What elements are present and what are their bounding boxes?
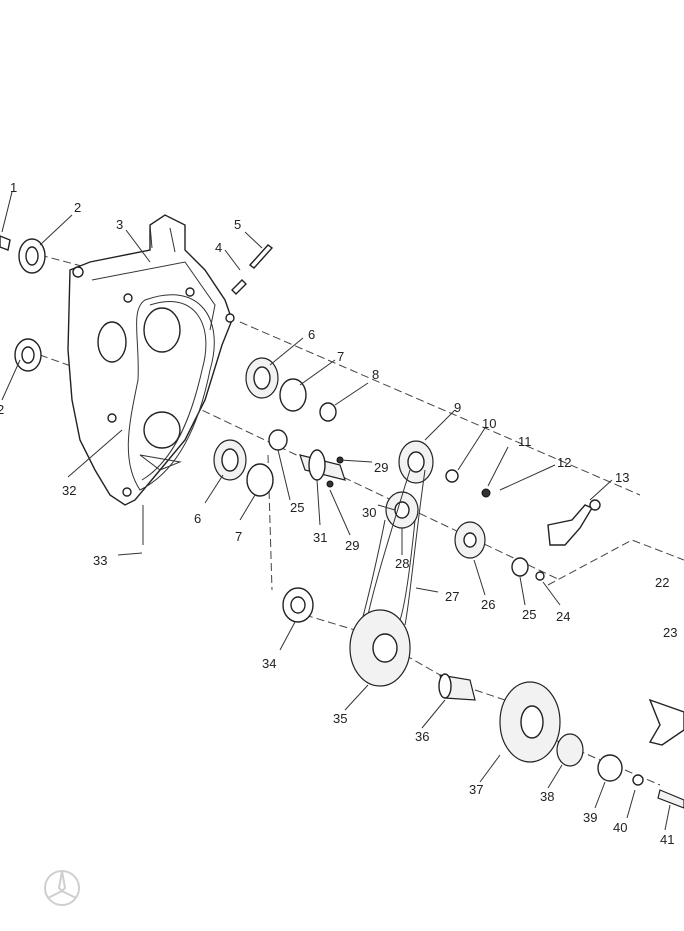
- part-label-24: 24: [556, 609, 570, 624]
- part-label-1: 1: [10, 180, 17, 195]
- part-label-2: 2: [74, 200, 81, 215]
- part-label-40: 40: [613, 820, 627, 835]
- bearings: [213, 357, 337, 623]
- part-label-35: 35: [333, 711, 347, 726]
- part-label-28: 28: [395, 556, 409, 571]
- leader-lines: [1, 191, 671, 831]
- part-label-5: 5: [234, 217, 241, 232]
- part-label-30: 30: [362, 505, 376, 520]
- part-label-13: 13: [615, 470, 629, 485]
- gearcase-housing: [67, 214, 235, 506]
- part-label-25: 25: [522, 607, 536, 622]
- part-label-9: 9: [454, 400, 461, 415]
- part-label-7: 7: [337, 349, 344, 364]
- part-label-23: 23: [663, 625, 677, 640]
- part-label-29: 29: [345, 538, 359, 553]
- parts-left: [0, 235, 274, 372]
- part-label-22: 22: [655, 575, 669, 590]
- part-label-32: 32: [62, 483, 76, 498]
- part-label-27: 27: [445, 589, 459, 604]
- part-label-39: 39: [583, 810, 597, 825]
- part-label-41: 41: [660, 832, 674, 847]
- part-label-36: 36: [415, 729, 429, 744]
- part-label-3: 3: [116, 217, 123, 232]
- part-label-8: 8: [372, 367, 379, 382]
- part-label-25: 25: [290, 500, 304, 515]
- part-labels: 1 2 2 3 4 5 6 6 7 7 8 9 10 11 12 13 22 2…: [0, 180, 677, 847]
- part-label-6: 6: [308, 327, 315, 342]
- part-label-11: 11: [518, 434, 532, 449]
- watermark-logo: [44, 870, 80, 906]
- part-label-31: 31: [313, 530, 327, 545]
- part-label-34: 34: [262, 656, 276, 671]
- part-label-7: 7: [235, 529, 242, 544]
- part-label-37: 37: [469, 782, 483, 797]
- part-label-2: 2: [0, 402, 4, 417]
- gears-and-shaft: [299, 440, 684, 809]
- part-label-6: 6: [194, 511, 201, 526]
- part-label-29: 29: [374, 460, 388, 475]
- part-label-38: 38: [540, 789, 554, 804]
- part-label-4: 4: [215, 240, 222, 255]
- part-label-12: 12: [557, 455, 571, 470]
- part-label-10: 10: [482, 416, 496, 431]
- part-label-26: 26: [481, 597, 495, 612]
- part-label-33: 33: [93, 553, 107, 568]
